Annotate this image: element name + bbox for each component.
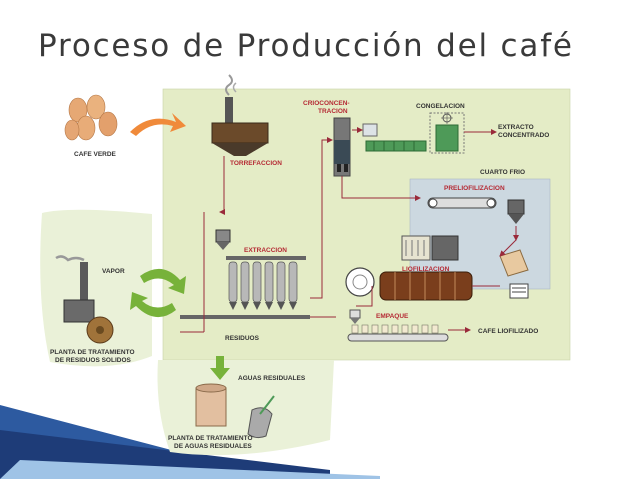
- green-coffee-beans-icon: [64, 94, 118, 141]
- packaging-line-icon: [347, 309, 449, 342]
- label-planta-solidos-2: DE RESIDUOS SOLIDOS: [55, 357, 132, 364]
- cryoconcentration-column-icon: [333, 117, 351, 177]
- label-cafe-verde: CAFE VERDE: [74, 151, 117, 158]
- roaster-icon: [211, 74, 269, 156]
- label-torrefaccion: TORREFACCION: [230, 160, 282, 167]
- label-aguas-residuales: AGUAS RESIDUALES: [238, 375, 306, 382]
- solid-waste-plant-icon: [55, 255, 114, 344]
- label-planta-aguas-2: DE AGUAS RESIDUALES: [174, 443, 252, 450]
- lyophilization-equipment-icon: [345, 235, 529, 301]
- wastewater-plant-inset: [157, 360, 334, 456]
- label-empaque: EMPAQUE: [376, 313, 409, 320]
- decorative-wedge: [0, 405, 380, 479]
- wastewater-plant-icon: [195, 383, 275, 439]
- label-crioconcentracion-1: CRIOCONCEN-: [303, 100, 350, 107]
- freezing-equipment-icon: [362, 112, 465, 154]
- solid-waste-plant-inset: [40, 209, 153, 367]
- orange-arrow-icon: [130, 113, 186, 136]
- green-down-arrow-icon: [210, 356, 230, 380]
- process-flow-lines: [180, 127, 519, 333]
- label-liofilizacion: LIOFILIZACION: [402, 266, 450, 273]
- label-vapor: VAPOR: [102, 268, 125, 275]
- label-crioconcentracion-2: TRACION: [318, 108, 348, 115]
- label-extraccion: EXTRACCION: [244, 247, 287, 254]
- label-extracto-2: CONCENTRADO: [498, 132, 549, 139]
- label-planta-aguas-1: PLANTA DE TRATAMIENTO: [168, 435, 253, 442]
- label-extracto-1: EXTRACTO: [498, 124, 534, 131]
- label-congelacion: CONGELACION: [416, 103, 465, 110]
- extraction-columns-icon: [180, 229, 310, 319]
- slide-title: Proceso de Producción del café: [38, 28, 574, 64]
- prelyophilization-conveyor-icon: [427, 197, 525, 224]
- label-cafe-liofilizado: CAFE LIOFILIZADO: [478, 328, 538, 335]
- label-residuos: RESIDUOS: [225, 335, 260, 342]
- label-cuarto-frio: CUARTO FRIO: [480, 169, 525, 176]
- label-preliofilizacion: PRELIOFILIZACION: [444, 185, 505, 192]
- recycle-arrows-icon: [130, 268, 186, 318]
- label-planta-solidos-1: PLANTA DE TRATAMIENTO: [50, 349, 135, 356]
